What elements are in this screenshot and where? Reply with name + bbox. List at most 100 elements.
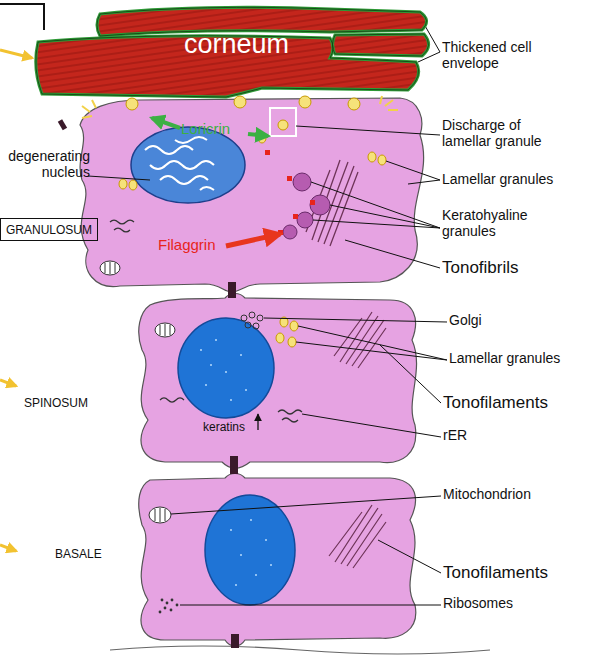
golgi-vesicle [245,322,251,328]
filaggrin-arrow [226,234,280,246]
structure-label: Tonofilaments [443,393,548,412]
desmosome [228,282,236,298]
keratohyaline-granule [283,225,297,239]
layer-box: GRANULOSUM [0,218,98,241]
ribosome [171,599,174,602]
lamellar-discharge [126,98,138,110]
keratohyaline-granule [293,173,311,191]
lamellar-granule [290,321,298,331]
ribosome [166,602,169,605]
leader-line [296,342,447,360]
leader-line [298,326,447,360]
structure-label: Ribosomes [443,596,513,612]
nucleus [205,495,295,605]
protein-label: Filaggrin [158,237,216,254]
lamellar-granule [129,180,137,190]
chromatin [200,340,247,400]
structure-label: Discharge of lamellar granule [442,118,562,149]
corneum-band: corneum [34,2,436,100]
lamellar-granule [276,333,284,343]
golgi-vesicle [249,312,255,318]
layer-arrow [0,50,32,58]
lamellar-granule [368,152,376,162]
cell-envelope [333,34,429,56]
structure-label: keratins [203,421,245,434]
lamellar-granule [288,337,296,347]
rer [160,398,184,402]
desmosome [58,119,67,130]
leader-line [345,240,440,268]
layer-name: corneum [184,29,289,60]
filaggrin-dot [310,200,315,205]
layer-label: GRANULOSUM [1,223,97,237]
desmosome [230,456,238,474]
leader-line [180,605,441,606]
highlight-box [270,108,296,136]
chromatin [230,520,272,585]
lamellar-discharge [234,96,246,108]
rer [278,410,302,422]
lamellar-discharge [299,96,311,108]
leader-line [386,161,440,180]
basement-membrane [110,646,490,654]
structure-label: degenerating nucleus [0,149,90,180]
spinosum-cell [139,294,417,469]
desmosome [231,634,239,648]
keratohyaline-granule [297,212,313,228]
structure-label: Tonofibrils [442,258,519,277]
lamellar-discharge [278,120,288,130]
ribosome [164,607,167,610]
keratin-arrow [257,414,258,430]
frame-line [0,4,44,30]
discharge-spray [82,96,398,118]
lamellar-discharge [348,98,360,110]
golgi-vesicle [241,315,247,321]
leader-line [378,540,441,573]
leader-line [380,345,441,403]
protein-label: Loricrin [181,121,230,138]
layer-arrow [0,545,16,551]
layer-label: SPINOSUM [24,397,88,410]
leader-line [296,126,440,135]
mitochondrion [100,261,120,275]
leader-line [302,414,441,437]
golgi-vesicle [253,323,259,329]
structure-label: Thickened cell envelope [442,40,552,71]
structure-label: Golgi [449,313,482,329]
structure-label: Keratohyaline granules [442,208,552,239]
basale-cell [139,474,416,647]
structure-label: rER [443,428,467,444]
ribosome [176,604,179,607]
mitochondrion-crista [160,324,170,336]
filaggrin-dot [265,150,270,155]
cornified-cell [333,34,429,56]
tonofibril [306,160,358,246]
ribosome [170,609,173,612]
mitochondrion-crista [155,508,165,522]
layer-arrow [0,380,16,386]
filaggrin-dot [287,176,292,181]
nucleus [178,318,274,418]
mitochondrion-crista [105,262,115,274]
leader-line [88,176,150,180]
leader-line [313,220,440,228]
ribosome [159,611,162,614]
lamellar-granule [119,179,127,189]
leader-line [408,180,440,184]
ribosome [161,599,164,602]
leader-line [311,182,440,228]
leader-line [171,496,441,514]
nucleus [131,127,245,203]
leader-line [264,318,447,322]
structure-label: Mitochondrion [443,487,531,503]
rer [110,220,134,232]
mitochondrion [149,507,171,523]
golgi-vesicle [257,315,263,321]
keratohyaline-granule [310,195,330,215]
loricrin-arrow [152,118,180,128]
filaggrin-dot [293,214,298,219]
layer-label: BASALE [55,548,102,561]
chromatin [145,137,214,190]
structure-label: Lamellar granules [442,172,553,188]
